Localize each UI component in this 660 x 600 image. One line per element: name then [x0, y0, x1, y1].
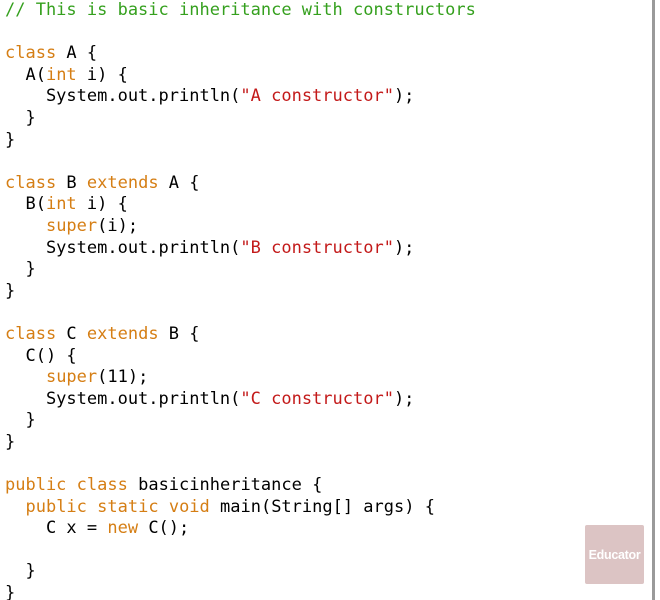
code-keyword: static [97, 496, 159, 517]
code-token: A { [158, 172, 200, 193]
code-token: B { [158, 323, 200, 344]
code-string: "C constructor" [240, 388, 394, 409]
code-token: (i); [97, 215, 139, 236]
code-token [87, 497, 97, 517]
code-line [5, 151, 476, 173]
code-keyword: int [45, 64, 77, 85]
code-token: B( [5, 194, 46, 215]
code-keyword: class [5, 43, 57, 64]
editor-border [652, 0, 655, 600]
code-token: main(String[] args) { [209, 496, 435, 517]
code-token: C() { [5, 345, 77, 366]
code-line: public static void main(String[] args) { [5, 497, 476, 519]
code-token: } [5, 280, 16, 301]
code-string: "B constructor" [240, 237, 394, 258]
code-token: A { [56, 43, 98, 64]
code-keyword: extends [86, 172, 159, 193]
code-keyword: void [168, 496, 210, 517]
code-line: System.out.println("C constructor"); [5, 389, 476, 411]
code-keyword: class [76, 475, 128, 496]
code-token: i) { [76, 194, 128, 215]
code-comment: // This is basic inheritance with constr… [5, 0, 476, 20]
code-token: basicinheritance { [127, 475, 323, 496]
code-line: } [5, 108, 476, 130]
code-line: System.out.println("B constructor"); [5, 238, 476, 260]
code-token: System.out.println( [5, 86, 241, 107]
code-token: } [5, 410, 36, 431]
code-line: } [5, 410, 476, 432]
code-keyword: super [45, 215, 98, 236]
code-keyword: new [107, 518, 139, 539]
code-token: } [5, 583, 16, 600]
code-line: super(i); [5, 216, 476, 238]
code-keyword: int [45, 194, 77, 215]
code-token: B [56, 172, 87, 193]
code-token: ); [393, 86, 415, 107]
code-token: } [5, 259, 36, 280]
code-token: } [5, 129, 16, 150]
code-line: super(11); [5, 367, 476, 389]
code-line [5, 302, 476, 324]
code-line: class B extends A { [5, 173, 476, 195]
code-keyword: public [5, 475, 67, 496]
code-line: B(int i) { [5, 194, 476, 216]
code-line: class C extends B { [5, 324, 476, 346]
code-line: } [5, 583, 476, 600]
code-line: System.out.println("A constructor"); [5, 86, 476, 108]
code-line: } [5, 561, 476, 583]
code-token: ); [393, 237, 415, 258]
code-keyword: class [5, 172, 57, 193]
code-token: System.out.println( [5, 388, 241, 409]
code-line: } [5, 259, 476, 281]
code-line [5, 540, 476, 562]
code-token: } [5, 431, 16, 452]
code-line [5, 453, 476, 475]
code-line: C x = new C(); [5, 518, 476, 540]
code-token: (11); [97, 367, 149, 388]
code-token: ); [393, 388, 415, 409]
code-token [66, 475, 76, 495]
code-line: A(int i) { [5, 65, 476, 87]
code-line: class A { [5, 43, 476, 65]
code-text-area[interactable]: // This is basic inheritance with constr… [5, 0, 476, 600]
code-token: } [5, 561, 36, 582]
code-token: C x = [5, 518, 108, 539]
code-keyword: class [5, 323, 57, 344]
code-line: } [5, 432, 476, 454]
watermark-text: Educator [588, 547, 641, 562]
code-line: public class basicinheritance { [5, 475, 476, 497]
code-line: // This is basic inheritance with constr… [5, 0, 476, 22]
code-line: } [5, 281, 476, 303]
code-line [5, 22, 476, 44]
code-keyword: super [45, 367, 98, 388]
code-line: C() { [5, 346, 476, 368]
code-keyword: public [25, 496, 87, 517]
code-token [159, 497, 169, 517]
code-string: "A constructor" [240, 86, 394, 107]
code-token [5, 216, 46, 236]
code-token: A( [5, 64, 46, 85]
code-token: C(); [138, 518, 190, 539]
code-token: System.out.println( [5, 237, 241, 258]
code-token [5, 367, 46, 387]
educator-watermark-logo: Educator [585, 525, 644, 584]
code-line: } [5, 130, 476, 152]
code-token [5, 497, 25, 517]
code-token: C [56, 323, 87, 344]
code-token: i) { [76, 64, 128, 85]
code-keyword: extends [86, 323, 159, 344]
code-token: } [5, 107, 36, 128]
